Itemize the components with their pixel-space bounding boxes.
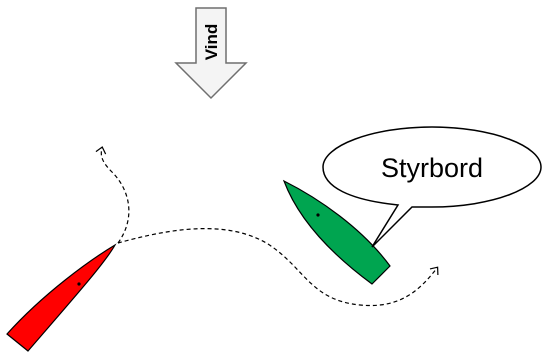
- speech-bubble: Styrbord: [322, 126, 542, 248]
- speech-bubble-text: Styrbord: [381, 153, 483, 183]
- red-boat: [6, 243, 117, 352]
- red-boat-mast: [77, 282, 81, 286]
- wind-label: Vind: [202, 24, 221, 61]
- red-boat-path: [95, 146, 130, 244]
- green-boat-mast: [316, 213, 320, 217]
- wind-arrow: Vind: [174, 7, 248, 100]
- green-boat: [282, 179, 391, 285]
- cross-path: [117, 228, 439, 307]
- down-arrow-icon: [174, 7, 248, 100]
